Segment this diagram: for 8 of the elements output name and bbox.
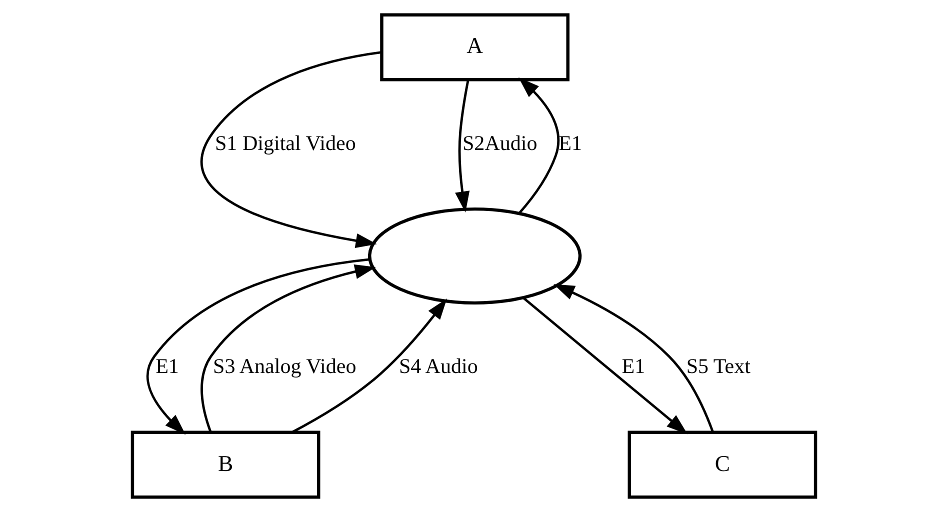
edge-label: E1	[558, 130, 582, 155]
edge-label: E1	[621, 354, 645, 378]
edge-label: S1 Digital Video	[214, 130, 356, 155]
edge-label: S2Audio	[462, 130, 537, 155]
edge-label: S3 Analog Video	[212, 354, 356, 378]
edge-label: E1	[155, 354, 178, 378]
edge-label: S5 Text	[686, 354, 750, 378]
edge-label: S4 Audio	[398, 354, 478, 378]
